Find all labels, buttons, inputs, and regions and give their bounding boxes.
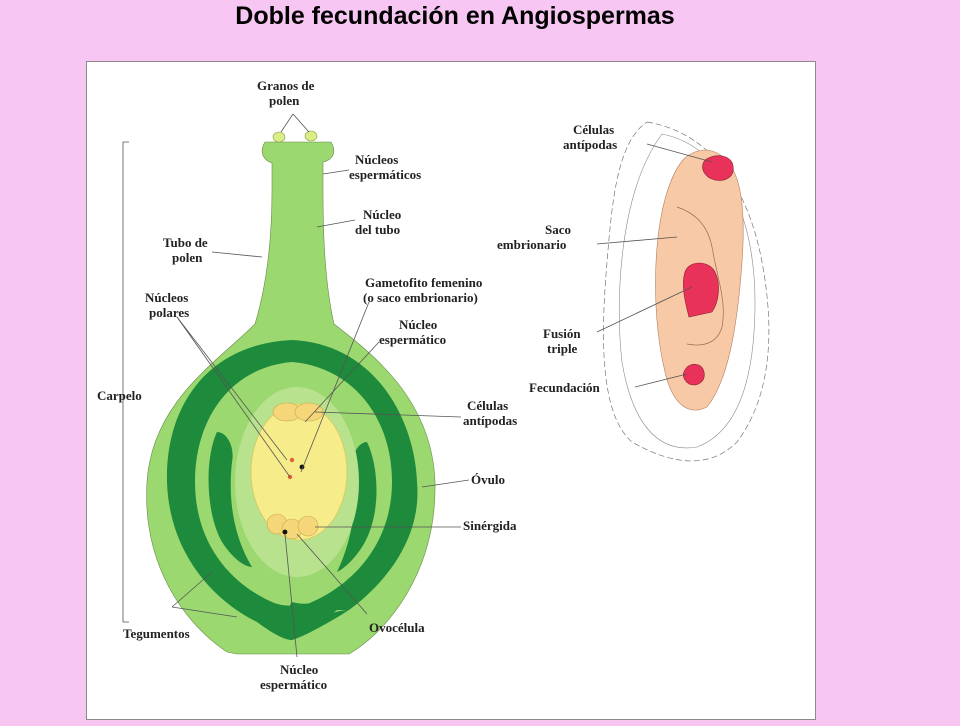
sac-inner-line [676,206,724,346]
leader-lines [122,113,713,658]
funiculus [227,577,349,640]
slide-title: Doble fecundación en Angiospermas [235,2,675,30]
embryo-sac-detail [603,121,770,462]
antipodal-cluster [702,155,734,181]
carpel-drawing [146,130,436,655]
label-carpelo: Carpelo [97,388,142,403]
pollen-grain-icon [272,131,286,143]
fertilization-cell [683,363,705,386]
fusion-triple-cell [683,262,719,318]
embryo-sac [250,403,348,541]
sperm-nucleus [282,529,288,535]
label-tegumentos: Tegumentos [123,626,190,641]
synergid-cell [297,515,319,537]
inner-integument [208,432,252,567]
label-fecundacion: Fecundación [529,380,601,395]
label-gametofito-femenino: Gametofito femenino(o saco embrionario) [363,275,482,305]
label-ovocelula: Ovocélula [369,620,425,635]
pollen-grain-icon [304,130,318,142]
label-ovulo: Óvulo [471,472,505,487]
label-sinergida: Sinérgida [463,518,517,533]
polar-nucleus [289,457,295,463]
